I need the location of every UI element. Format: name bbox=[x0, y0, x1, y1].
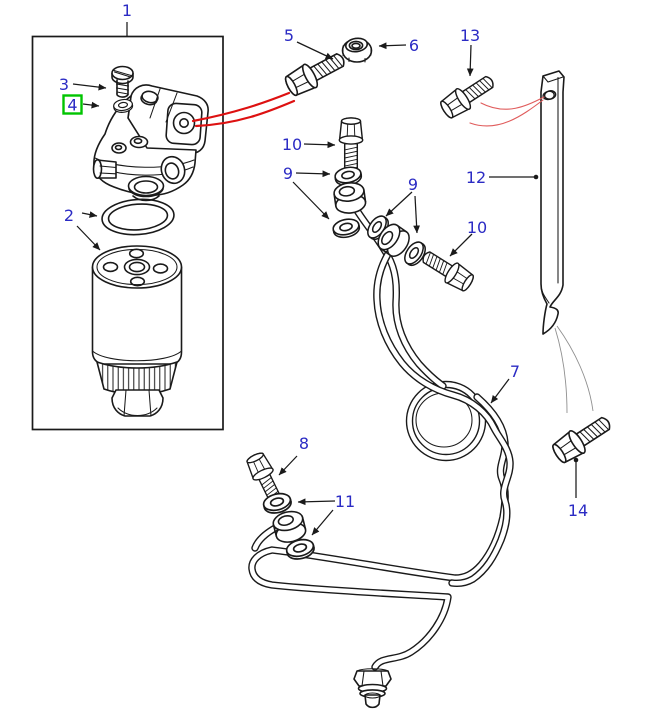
callout-5[interactable]: 5 bbox=[284, 26, 294, 45]
callout-7[interactable]: 7 bbox=[510, 362, 520, 381]
banjo-union-a bbox=[332, 180, 368, 216]
banjo-bolt-upper bbox=[338, 117, 364, 175]
support-stay bbox=[540, 70, 565, 335]
bolt-5 bbox=[281, 46, 350, 100]
red-callout-line-1 bbox=[191, 91, 291, 123]
callout-14[interactable]: 14 bbox=[568, 501, 588, 520]
callout-1[interactable]: 1 bbox=[122, 1, 132, 20]
callout-2[interactable]: 2 bbox=[64, 206, 74, 225]
callout-12[interactable]: 12 bbox=[466, 168, 486, 187]
filter-head bbox=[92, 84, 209, 202]
ghost-line-2 bbox=[554, 327, 568, 414]
callout-8[interactable]: 8 bbox=[299, 434, 309, 453]
red-callout-line-3 bbox=[480, 96, 545, 110]
red-callout-line-2 bbox=[194, 99, 296, 128]
fuel-pipe-second bbox=[373, 250, 514, 588]
callout-11[interactable]: 11 bbox=[335, 492, 355, 511]
bolt-13 bbox=[436, 69, 499, 123]
nut-6 bbox=[341, 37, 373, 63]
assembly-box bbox=[31, 35, 224, 431]
ghost-line-1 bbox=[556, 325, 594, 412]
callout-3[interactable]: 3 bbox=[59, 75, 69, 94]
banjo-stub-pipe bbox=[251, 523, 281, 552]
callout-9-first[interactable]: 9 bbox=[283, 164, 293, 183]
callout-4[interactable]: 4 bbox=[67, 96, 77, 115]
callout-10-first[interactable]: 10 bbox=[282, 135, 302, 154]
o-ring bbox=[101, 198, 175, 236]
canister-drain-plug bbox=[111, 389, 164, 417]
red-callout-line-4 bbox=[469, 99, 544, 127]
callout-6[interactable]: 6 bbox=[409, 36, 419, 55]
pipe-end-fitting bbox=[353, 668, 392, 709]
bleed-screw bbox=[111, 65, 134, 98]
bolt-14 bbox=[548, 410, 617, 468]
callout-13[interactable]: 13 bbox=[460, 26, 480, 45]
leader-lines bbox=[72, 22, 579, 536]
highlight-box-callout-4 bbox=[62, 94, 83, 115]
sealing-washer-9b bbox=[330, 216, 362, 241]
banjo-bolt-lower bbox=[417, 245, 478, 295]
callout-9-second[interactable]: 9 bbox=[408, 175, 418, 194]
callout-10-second[interactable]: 10 bbox=[467, 218, 487, 237]
filter-canister bbox=[91, 245, 183, 417]
